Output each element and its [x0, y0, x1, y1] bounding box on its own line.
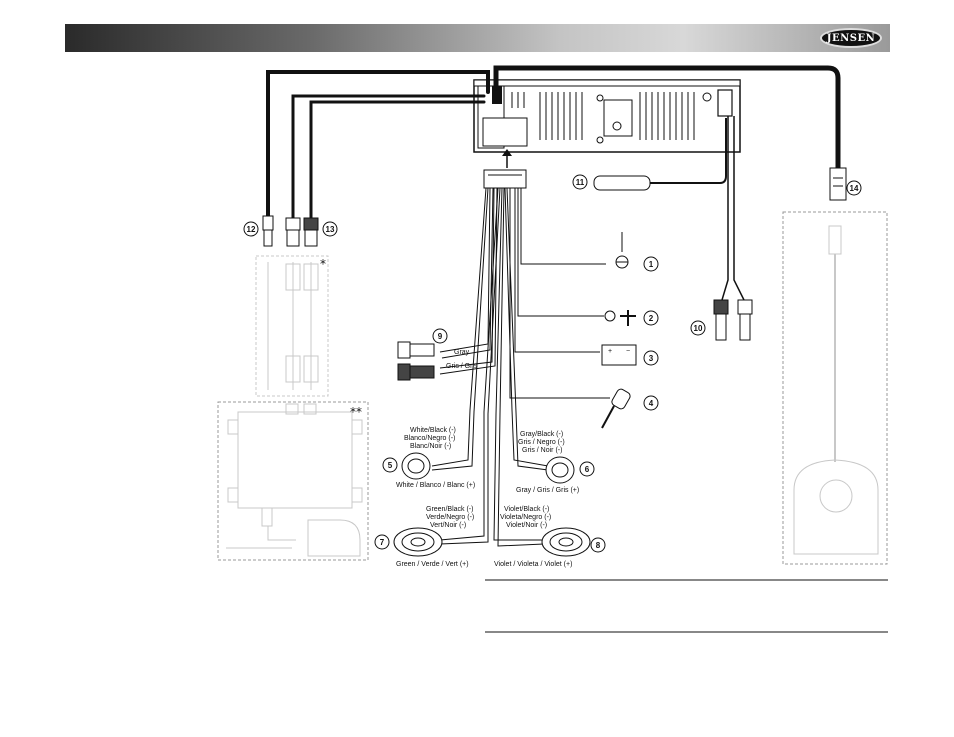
- label-gris: Gris / Gris: [446, 363, 478, 370]
- callout-11: [572, 174, 588, 190]
- callout-10: [690, 320, 706, 336]
- callout-3: [643, 350, 659, 366]
- label-violet-neg-2: Violeta/Negro (-): [500, 514, 551, 521]
- label-green-pos: Green / Verde / Vert (+): [396, 561, 469, 568]
- optional-rca-box: [255, 255, 329, 397]
- callout-7: [374, 534, 390, 550]
- optional-remote-unit: [782, 211, 888, 565]
- optional-external-unit: [217, 401, 369, 561]
- callout-12-label: 12: [247, 225, 256, 234]
- battery-plus: +: [608, 348, 612, 355]
- callout-6: [579, 461, 595, 477]
- page-header-bar: JENSEN: [65, 24, 890, 52]
- rca-y-cable-10: [713, 299, 753, 341]
- callout-9: [432, 328, 448, 344]
- callout-11-label: 11: [576, 178, 585, 187]
- ground-icon: [615, 232, 629, 269]
- connector-14: [829, 167, 847, 201]
- label-violet-neg-3: Violet/Noir (-): [506, 522, 547, 529]
- label-white-neg-1: White/Black (-): [410, 427, 456, 434]
- label-green-neg-3: Vert/Noir (-): [430, 522, 466, 529]
- callout-9-label: 9: [438, 332, 443, 341]
- callout-1-label: 1: [649, 260, 654, 269]
- head-unit: [473, 79, 741, 153]
- label-green-neg-1: Green/Black (-): [426, 506, 473, 513]
- battery-minus: −: [626, 348, 630, 355]
- chassis-ground-icon: [604, 310, 636, 326]
- label-violet-neg-1: Violet/Black (-): [504, 506, 549, 513]
- harness-socket: [482, 117, 528, 147]
- single-star-marker: *: [320, 257, 326, 271]
- callout-8: [590, 537, 606, 553]
- callout-13: [322, 221, 338, 237]
- speaker-7: [393, 527, 443, 557]
- label-gray-neg-3: Gris / Noir (-): [522, 447, 562, 454]
- insert-arrow: [502, 149, 512, 168]
- callout-14-label: 14: [850, 184, 859, 193]
- label-white-pos: White / Blanco / Blanc (+): [396, 482, 475, 489]
- label-gray-neg-2: Gris / Negro (-): [518, 439, 565, 446]
- battery-icon: [601, 344, 637, 366]
- label-white-neg-2: Blanco/Negro (-): [404, 435, 455, 442]
- callout-10-label: 10: [694, 324, 703, 333]
- label-violet-pos: Violet / Violeta / Violet (+): [494, 561, 572, 568]
- callout-8-label: 8: [596, 541, 601, 550]
- double-star-marker: **: [350, 405, 362, 419]
- callout-5-label: 5: [388, 461, 393, 470]
- label-gray: Gray: [454, 349, 470, 356]
- callout-2: [643, 310, 659, 326]
- callout-4-label: 4: [649, 399, 654, 408]
- speaker-8: [541, 527, 591, 557]
- callout-13-label: 13: [326, 225, 335, 234]
- label-white-neg-3: Blanc/Noir (-): [410, 443, 451, 450]
- speaker-5: [401, 452, 431, 480]
- antenna-adapter-11: [593, 118, 727, 191]
- wire-harness-plug: [483, 169, 527, 189]
- callout-2-label: 2: [649, 314, 654, 323]
- ignition-key-icon: [601, 388, 631, 429]
- label-gray-pos: Gray / Gris / Gris (+): [516, 487, 579, 494]
- callout-12: [243, 221, 259, 237]
- callout-6-label: 6: [585, 465, 590, 474]
- label-gray-neg-1: Gray/Black (-): [520, 431, 563, 438]
- antenna-jack: [492, 86, 502, 104]
- callout-3-label: 3: [649, 354, 654, 363]
- callout-7-label: 7: [380, 538, 385, 547]
- callout-5: [382, 457, 398, 473]
- rca-connectors-12-13: [262, 215, 319, 247]
- aux-rca-connectors-9: [397, 341, 435, 381]
- speaker-6: [545, 456, 575, 484]
- callout-1: [643, 256, 659, 272]
- callout-14: [846, 180, 862, 196]
- screw-icon: [702, 92, 712, 102]
- jensen-logo: JENSEN: [820, 28, 882, 48]
- callout-4: [643, 395, 659, 411]
- label-green-neg-2: Verde/Negro (-): [426, 514, 474, 521]
